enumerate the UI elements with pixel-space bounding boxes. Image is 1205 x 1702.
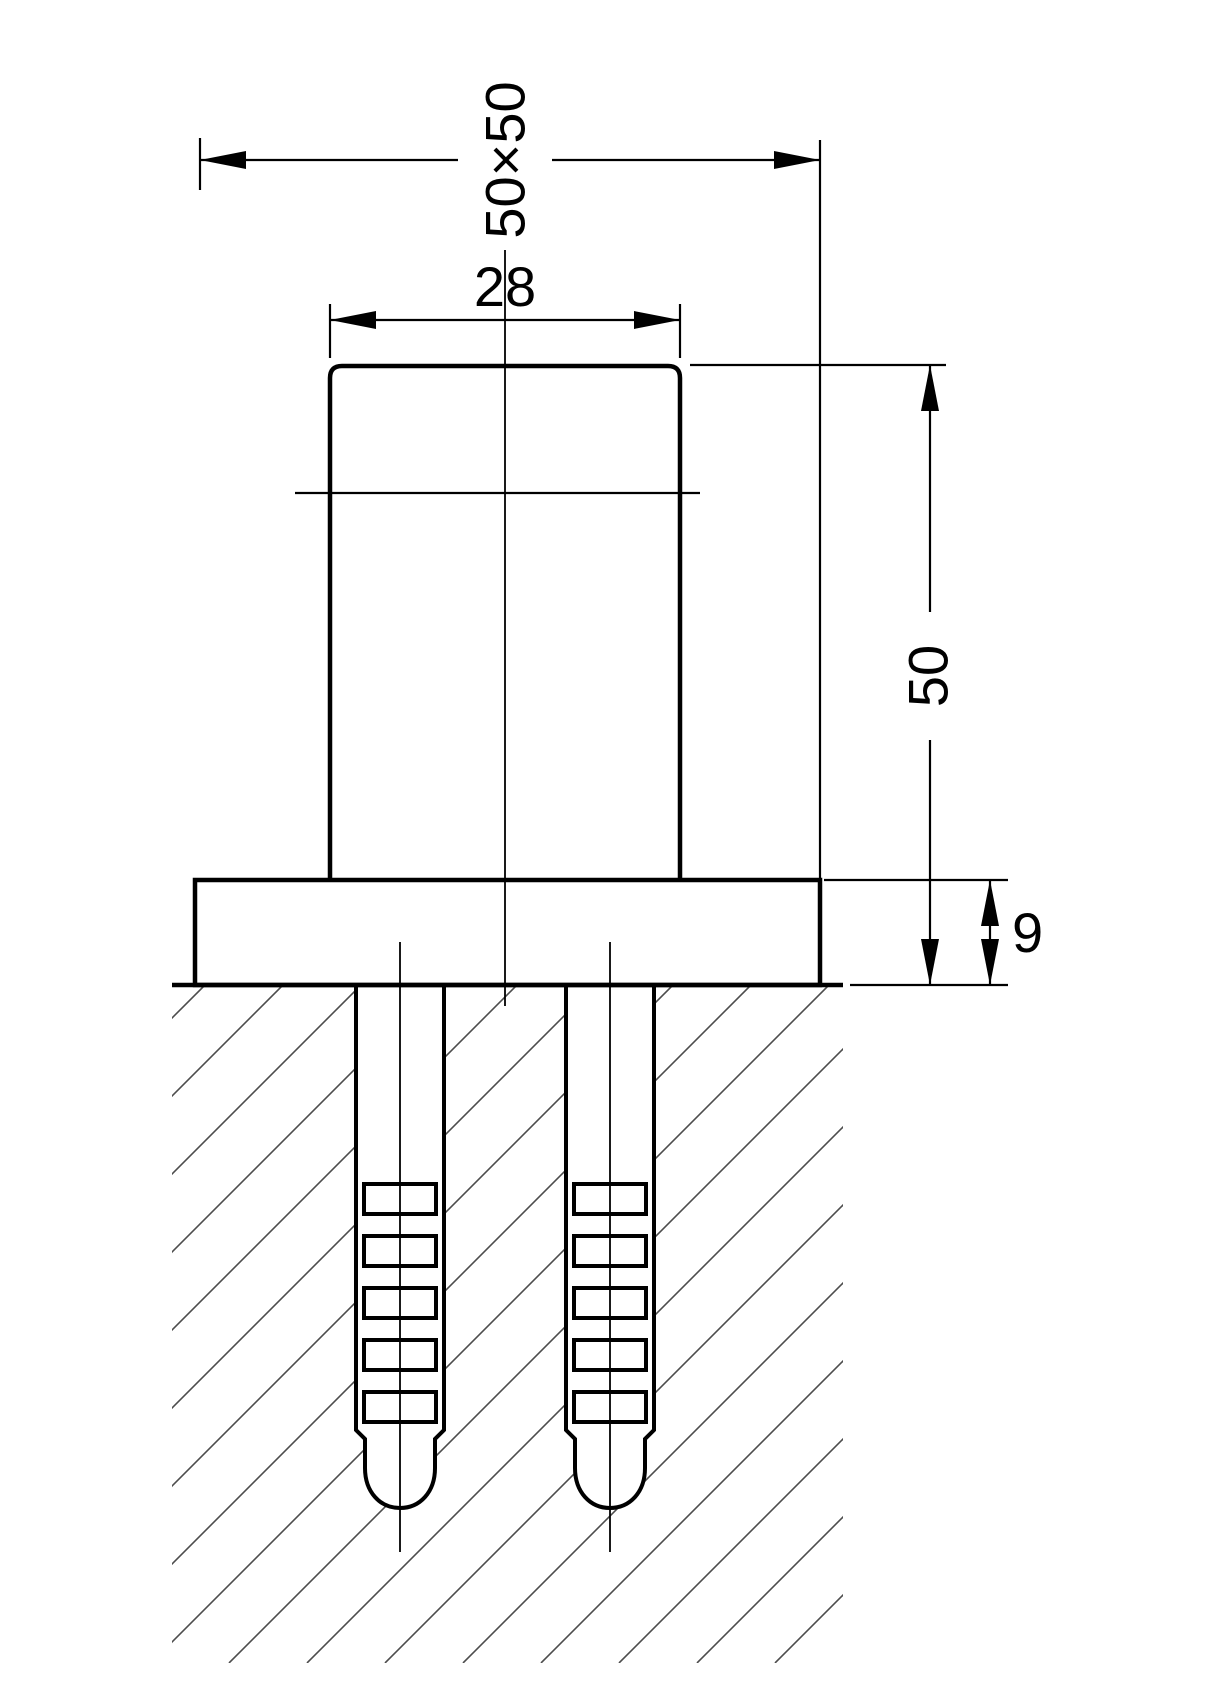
dimension-tube-width: 28	[328, 255, 682, 358]
dimension-label-height: 50	[897, 645, 960, 707]
dimension-arrow	[634, 311, 680, 329]
dimension-arrow	[200, 151, 246, 169]
dimension-plate-thickness: 9	[824, 878, 1043, 987]
base-plate	[192, 877, 823, 988]
dimension-arrow	[981, 939, 999, 985]
dimension-arrow	[921, 365, 939, 411]
dimension-label-overall-section: 50×50	[474, 81, 537, 238]
dimension-arrow	[981, 880, 999, 926]
dimension-height: 50	[690, 363, 960, 985]
dimension-arrow	[921, 939, 939, 985]
dimension-overall-section: 50×50	[198, 81, 822, 879]
dimension-label-tube-width: 28	[474, 255, 536, 318]
dimension-arrow	[330, 311, 376, 329]
dimension-label-plate-thickness: 9	[1012, 901, 1043, 964]
dimension-arrow	[774, 151, 820, 169]
